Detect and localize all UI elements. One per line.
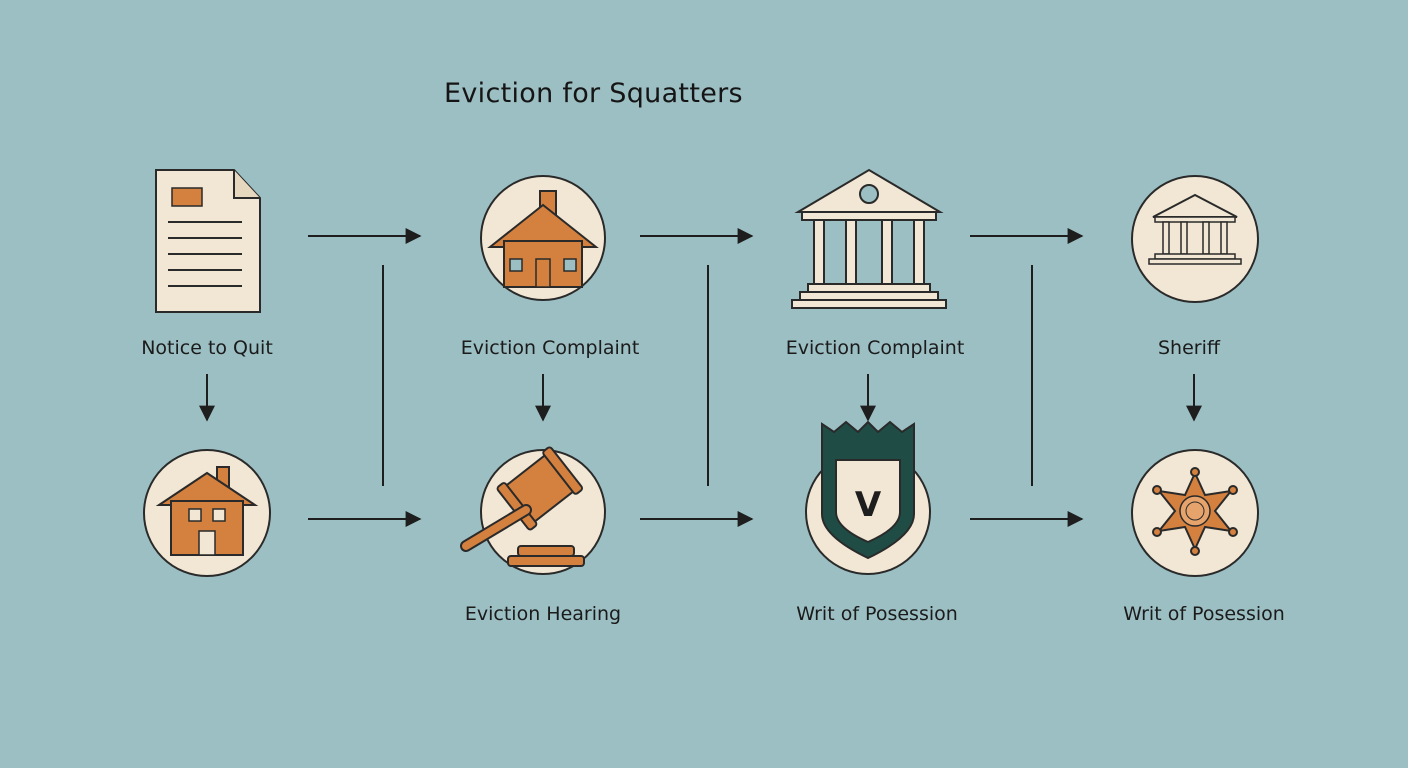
document-icon (155, 169, 261, 313)
step-label: Eviction Complaint (460, 337, 640, 359)
step-label: Writ of Posession (1123, 603, 1285, 625)
courthouse-icon (791, 168, 947, 309)
shield-letter: V (855, 485, 882, 525)
diagram-title: Eviction for Squatters (444, 78, 743, 109)
courthouse-small-icon (1148, 193, 1242, 265)
house-icon (487, 190, 599, 288)
gavel-icon (460, 446, 585, 567)
sheriff-badge-icon (1152, 467, 1238, 556)
house-icon (155, 466, 259, 556)
shield-icon: V (821, 420, 915, 560)
step-label: Eviction Complaint (785, 337, 965, 359)
step-label: Writ of Posession (796, 603, 958, 625)
step-label: Notice to Quit (141, 337, 273, 359)
step-label: Eviction Hearing (464, 603, 622, 625)
step-label: Sheriff (1158, 337, 1220, 359)
